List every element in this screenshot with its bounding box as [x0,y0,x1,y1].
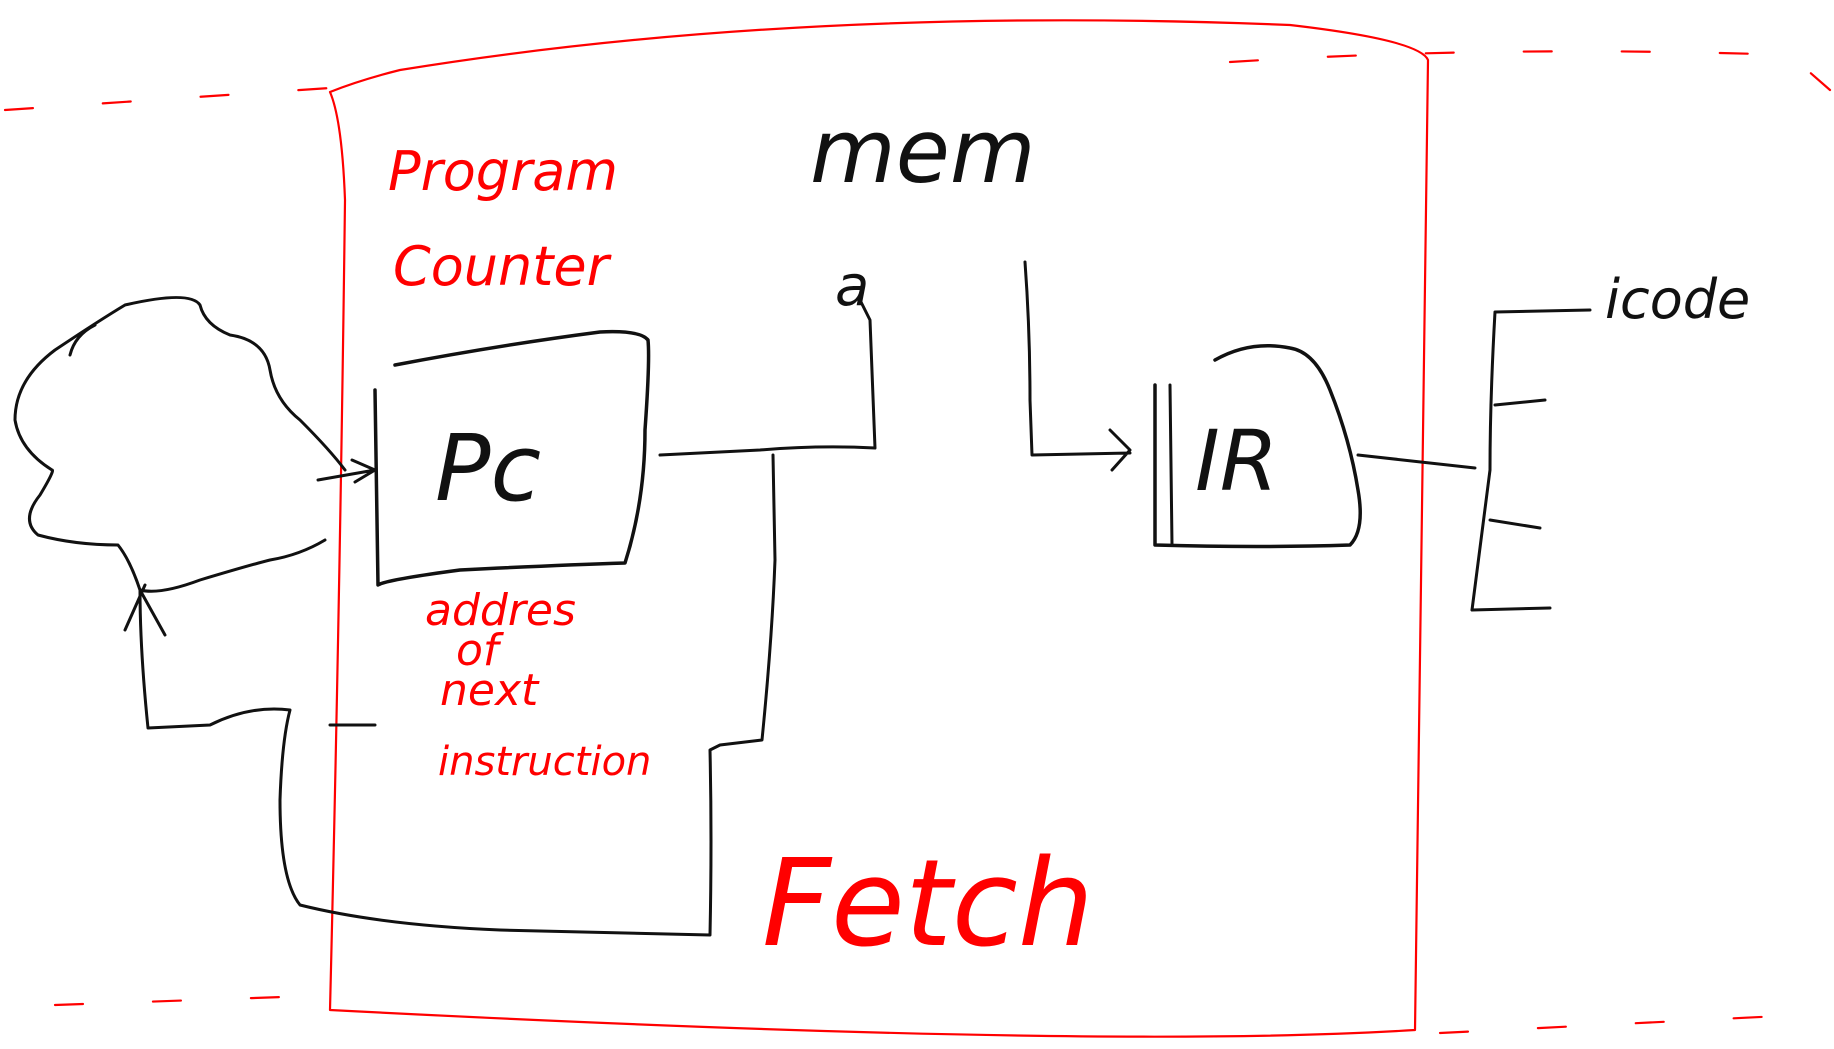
stage-label: Fetch [762,835,1094,974]
program-counter-label-line2: Counter [393,235,612,298]
wire-ir-to-bus [1356,453,1477,470]
ir-register-box [1153,344,1362,549]
address-note-line4: instruction [438,739,651,785]
icode-label: icode [1605,268,1750,331]
ir-register-edge [1168,383,1174,547]
pc-register-label: Pc [435,415,541,522]
ir-output-bus [1470,308,1592,612]
address-note-line2: of [456,625,505,676]
fetch-stage-box [328,19,1430,1038]
cloud-inner-curve [68,323,97,357]
arrow-into-pc [316,458,377,484]
program-counter-label-line1: Program [388,140,618,203]
address-note-line3: next [440,665,540,716]
bus-branch-2 [1488,518,1542,530]
wire-mem-to-ir [1023,260,1132,472]
wire-pc-feedback [138,453,777,937]
cloud-output-arrow [138,538,327,593]
ir-register-label: IR [1195,412,1278,510]
bus-branch-3 [1470,606,1552,612]
outer-dashed-boundary [3,50,1832,1035]
bus-branch-1 [1493,398,1547,407]
cloud-cross-mark [123,583,167,637]
next-pc-logic-cloud [13,296,347,592]
mem-label: mem [810,100,1036,203]
address-note-line1: addres [425,585,576,636]
wire-pc-to-mem [658,298,877,457]
pc-register-box [373,329,651,587]
